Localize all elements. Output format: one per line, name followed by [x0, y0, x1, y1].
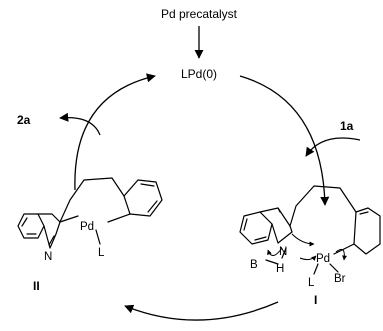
precatalyst-label: Pd precatalyst	[161, 7, 238, 21]
catalyst-label: LPd(0)	[181, 67, 217, 81]
bromide-atom-I: Br	[334, 273, 346, 285]
pd-atom-I: Pd	[316, 253, 330, 265]
intermediate-II-structure	[17, 177, 163, 249]
intermediate-I-structure	[239, 185, 381, 275]
base-atom-I: B	[250, 259, 258, 271]
nitrogen-atom-I: N	[279, 246, 287, 258]
pd-atom-II: Pd	[80, 221, 94, 233]
ligand-atom-I: L	[308, 277, 315, 289]
cycle-arc-right	[239, 75, 330, 206]
substrate-entry-arrow	[305, 137, 361, 157]
hydrogen-atom-I: H	[276, 263, 284, 275]
intermediate-I-label: I	[314, 293, 317, 307]
nitrogen-atom-II: N	[44, 251, 52, 263]
substrate-label: 1a	[340, 119, 354, 133]
electron-pushing-arrows	[267, 233, 348, 261]
ligand-atom-II: L	[98, 247, 105, 259]
product-label: 2a	[17, 113, 31, 127]
intermediate-II-label: II	[33, 279, 40, 293]
cycle-arc-bottom	[124, 301, 279, 321]
product-exit-arrow	[59, 112, 101, 136]
cycle-arc-left	[74, 73, 156, 191]
